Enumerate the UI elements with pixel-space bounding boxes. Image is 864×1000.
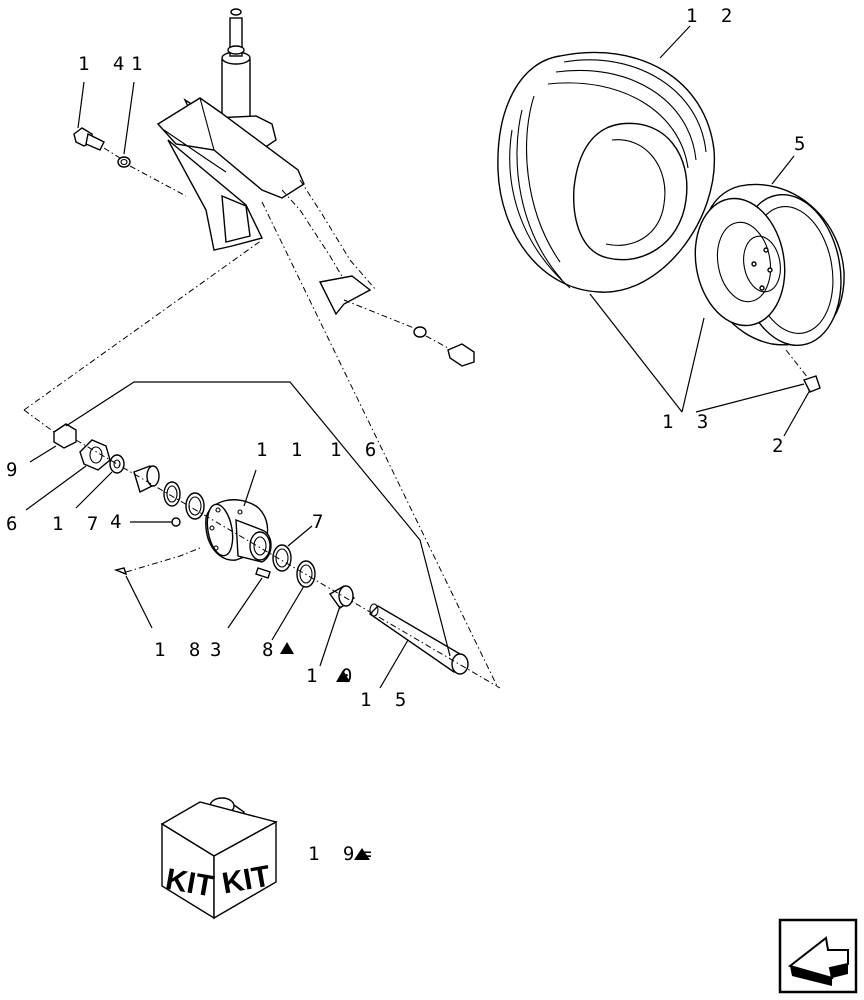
callout-16: 1 6 bbox=[330, 439, 382, 461]
callout-5: 5 bbox=[794, 133, 811, 155]
leader-lines bbox=[25, 25, 811, 689]
triangle-icon-10 bbox=[336, 670, 350, 682]
callout-13: 1 3 bbox=[662, 411, 714, 433]
previous-page-arrow-icon[interactable] bbox=[778, 918, 858, 994]
callout-19: 1 9= bbox=[308, 843, 378, 865]
callout-17: 1 7 bbox=[52, 513, 104, 535]
callout-8: 8 bbox=[262, 639, 279, 661]
callout-9: 9 bbox=[6, 459, 23, 481]
assembly-lines bbox=[23, 201, 499, 689]
callout-10: 1 0 bbox=[306, 665, 358, 687]
callout-4: 4 bbox=[110, 511, 127, 533]
callout-labels: 1 4 1 1 2 5 1 3 2 9 6 1 7 4 1 1 1 6 7 1 … bbox=[6, 5, 811, 865]
callout-14: 1 4 bbox=[78, 53, 130, 75]
callout-12: 1 2 bbox=[686, 5, 738, 27]
triangle-icon-8 bbox=[280, 642, 294, 654]
hub-assembly bbox=[53, 423, 501, 689]
triangle-icon-19 bbox=[354, 848, 370, 860]
callout-11: 1 1 bbox=[256, 439, 308, 461]
kit-label-left: KIT bbox=[163, 863, 216, 904]
callout-2: 2 bbox=[772, 435, 789, 457]
kit-box: KIT KIT bbox=[160, 797, 278, 920]
kit-label-right: KIT bbox=[220, 860, 273, 901]
callout-15: 1 5 bbox=[360, 689, 412, 711]
callout-7: 7 bbox=[312, 511, 329, 533]
callout-6: 6 bbox=[6, 513, 23, 535]
callout-18: 1 8 bbox=[154, 639, 206, 661]
callout-1: 1 bbox=[131, 53, 148, 75]
wheel-rim bbox=[694, 183, 845, 393]
tire bbox=[497, 51, 716, 293]
spindle-fork-assembly bbox=[73, 8, 475, 367]
callout-3: 3 bbox=[210, 639, 227, 661]
